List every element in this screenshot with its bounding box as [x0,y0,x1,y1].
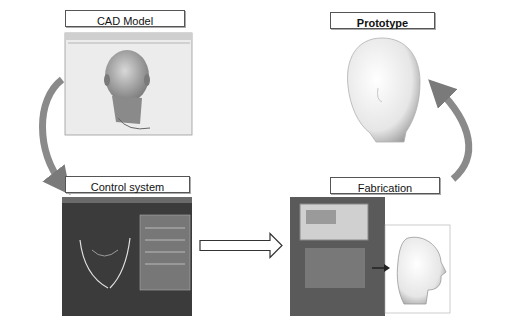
panel-title: Control system [91,181,164,193]
label-box: CAD Model [65,10,185,27]
label-box: Fabrication [330,177,440,194]
flow-arrow [200,234,282,258]
panel-title: CAD Model [97,15,153,27]
panel: Fabrication [288,175,453,316]
flow-arrow [438,89,469,179]
panel-title: Prototype [357,17,408,29]
control-screenshot [62,197,192,316]
panel: CAD Model [62,8,194,138]
label-box: Prototype [330,12,435,29]
panel: Control system [62,174,194,318]
fabrication-photos [290,197,450,316]
prototype-head [348,38,420,142]
cad-screenshot [65,33,192,135]
label-box: Control system [65,176,190,193]
panel: Prototype [328,10,438,142]
flow-arrow [43,80,63,185]
panel-title: Fabrication [358,182,412,194]
